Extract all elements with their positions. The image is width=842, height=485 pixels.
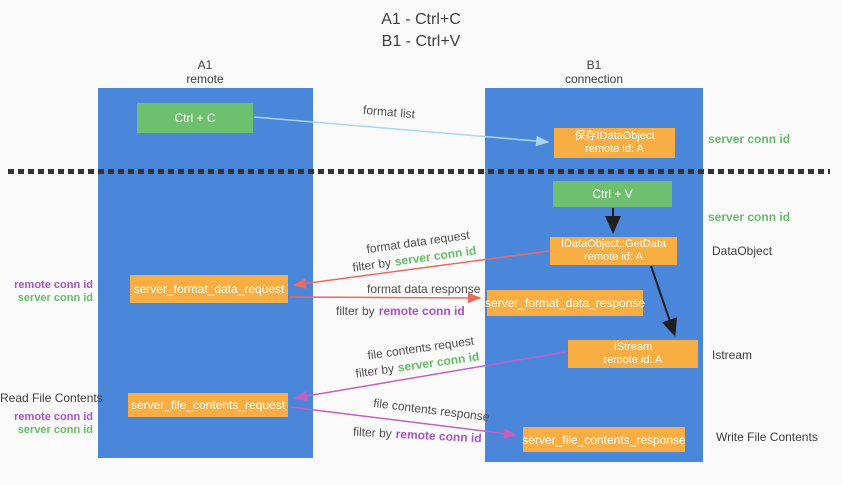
node-save-idataobject: 保存IDataObject remote id: A xyxy=(554,128,675,158)
node-file-response-label: server_file_contents_response xyxy=(522,432,686,447)
label-file-contents-response: file contents response xyxy=(372,395,491,425)
node-server-format-data-response: server_format_data_response xyxy=(484,290,646,316)
title-line-1: A1 - Ctrl+C xyxy=(381,11,461,28)
right-server-conn-id-label-1: server conn id xyxy=(708,132,791,146)
lifeline-b1-name: B1 xyxy=(586,58,602,72)
read-file-contents-label: Read File Contents xyxy=(0,391,103,405)
node-getdata-line1: IDataObject::GetData xyxy=(560,238,667,250)
lifeline-a1-role: remote xyxy=(186,72,224,86)
node-file-request-label: server_file_contents_request xyxy=(130,398,286,412)
filter-by-text: filter by xyxy=(351,255,392,275)
istream-label: Istream xyxy=(712,348,753,362)
lifeline-a1-name: A1 xyxy=(197,58,213,72)
node-istream-line2: remote id: A xyxy=(603,354,663,366)
title-line-2: B1 - Ctrl+V xyxy=(381,33,461,50)
filter-by-text: filter by xyxy=(336,304,375,318)
node-format-response-label: server_format_data_response xyxy=(484,296,646,310)
node-save-idataobject-line2: remote id: A xyxy=(585,143,644,155)
dashed-separator-line xyxy=(8,169,830,174)
label-format-list: format list xyxy=(362,102,416,122)
arrow-format-data-response xyxy=(289,292,482,304)
remote-conn-id-text: remote conn id xyxy=(378,304,465,318)
page-title: A1 - Ctrl+C B1 - Ctrl+V xyxy=(0,9,842,53)
left-remote-conn-id-label: remote conn id xyxy=(14,279,93,291)
right-server-conn-id-label-2: server conn id xyxy=(708,210,791,224)
left-server-conn-id-label-2: server conn id xyxy=(17,424,93,436)
node-server-file-contents-request: server_file_contents_request xyxy=(128,393,288,417)
node-server-file-contents-response: server_file_contents_response xyxy=(522,427,686,452)
lifeline-b1-role: connection xyxy=(564,72,624,86)
label-format-data-response: format data response xyxy=(367,282,481,296)
node-getdata-line2: remote id: A xyxy=(584,251,643,263)
left-remote-conn-id-label-2: remote conn id xyxy=(14,411,93,423)
node-ctrl-c-label: Ctrl + C xyxy=(174,111,216,125)
lifeline-header-a1: A1 remote xyxy=(150,58,260,86)
remote-conn-id-text: remote conn id xyxy=(395,426,482,446)
filter-by-text: filter by xyxy=(354,361,395,381)
node-istream: IStream remote id: A xyxy=(568,340,698,368)
node-server-format-data-request: server_format_data_request xyxy=(130,275,288,303)
dataobject-label: DataObject xyxy=(712,244,773,258)
lifeline-header-b1: B1 connection xyxy=(539,58,649,86)
node-ctrl-v: Ctrl + V xyxy=(553,181,672,207)
left-server-conn-id-label: server conn id xyxy=(17,292,93,304)
node-ctrl-v-label: Ctrl + V xyxy=(592,187,633,201)
write-file-contents-label: Write File Contents xyxy=(716,430,818,444)
filter-by-text: filter by xyxy=(352,424,393,441)
node-idataobject-getdata: IDataObject::GetData remote id: A xyxy=(550,237,677,265)
node-istream-line1: IStream xyxy=(613,341,653,353)
node-format-request-label: server_format_data_request xyxy=(133,282,285,296)
node-save-idataobject-line1: 保存IDataObject xyxy=(574,130,655,142)
node-ctrl-c: Ctrl + C xyxy=(137,103,253,133)
